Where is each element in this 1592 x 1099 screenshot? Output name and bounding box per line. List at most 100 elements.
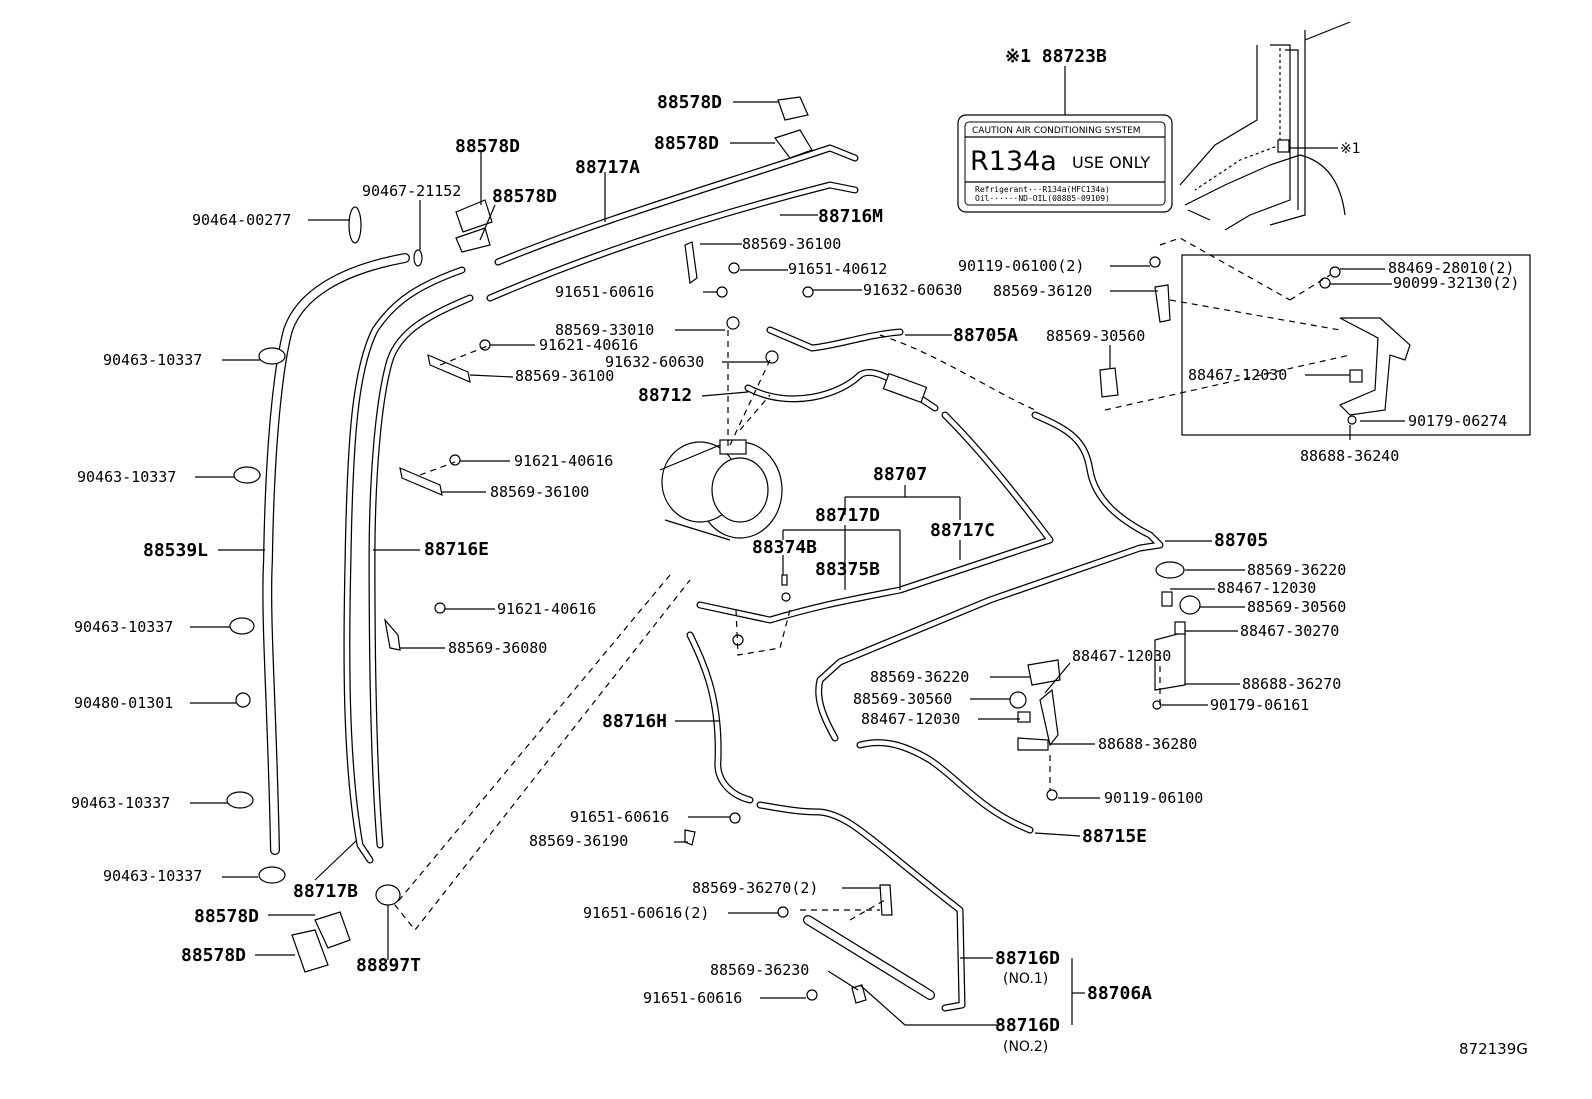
label-88467-30270[interactable]: 88467-30270 bbox=[1240, 622, 1339, 640]
caution-header: CAUTION AIR CONDITIONING SYSTEM bbox=[972, 126, 1141, 136]
pipe-88716D-no2[interactable] bbox=[803, 915, 935, 1000]
label-88717D[interactable]: 88717D bbox=[815, 505, 880, 526]
label-88688-36280[interactable]: 88688-36280 bbox=[1098, 735, 1197, 753]
label-88539L[interactable]: 88539L bbox=[143, 540, 208, 561]
label-no2: (NO.2) bbox=[1003, 1039, 1048, 1055]
pipe-88716M[interactable] bbox=[486, 181, 859, 302]
label-88375B[interactable]: 88375B bbox=[815, 559, 880, 580]
label-88578D[interactable]: 88578D bbox=[654, 133, 719, 154]
label-88569-36100[interactable]: 88569-36100 bbox=[490, 483, 589, 501]
label-88578D[interactable]: 88578D bbox=[492, 186, 557, 207]
label-88716D-no2[interactable]: 88716D bbox=[995, 1015, 1060, 1036]
label-88578D[interactable]: 88578D bbox=[657, 92, 722, 113]
bracket-88688-36270 bbox=[1152, 561, 1201, 710]
label-88569-36220[interactable]: 88569-36220 bbox=[1247, 561, 1346, 579]
label-90179-06274[interactable]: 90179-06274 bbox=[1408, 412, 1507, 430]
label-88569-30560[interactable]: 88569-30560 bbox=[1046, 327, 1145, 345]
label-88716M[interactable]: 88716M bbox=[818, 206, 883, 227]
label-88688-36270[interactable]: 88688-36270 bbox=[1242, 675, 1341, 693]
label-91651-60616-2[interactable]: 91651-60616(2) bbox=[583, 904, 709, 922]
label-91621-40616[interactable]: 91621-40616 bbox=[539, 336, 638, 354]
label-88578D[interactable]: 88578D bbox=[181, 945, 246, 966]
label-88569-36220[interactable]: 88569-36220 bbox=[870, 668, 969, 686]
label-88578D[interactable]: 88578D bbox=[455, 136, 520, 157]
label-88569-33010[interactable]: 88569-33010 bbox=[555, 321, 654, 339]
label-88712[interactable]: 88712 bbox=[638, 385, 692, 406]
label-88569-36080[interactable]: 88569-36080 bbox=[448, 639, 547, 657]
label-91651-40612[interactable]: 91651-40612 bbox=[788, 260, 887, 278]
label-location-inset: ※1 bbox=[1179, 21, 1361, 231]
label-91632-60630[interactable]: 91632-60630 bbox=[863, 281, 962, 299]
label-88467-12030[interactable]: 88467-12030 bbox=[1188, 366, 1287, 384]
label-90463-10337[interactable]: 90463-10337 bbox=[77, 468, 176, 486]
label-88467-12030[interactable]: 88467-12030 bbox=[861, 710, 960, 728]
pipe-88716D-no1[interactable] bbox=[756, 801, 966, 1012]
label-88569-30560[interactable]: 88569-30560 bbox=[853, 690, 952, 708]
label-88705A[interactable]: 88705A bbox=[953, 325, 1018, 346]
label-90463-10337[interactable]: 90463-10337 bbox=[103, 351, 202, 369]
label-90463-10337[interactable]: 90463-10337 bbox=[71, 794, 170, 812]
label-88578D[interactable]: 88578D bbox=[194, 906, 259, 927]
label-90480-01301[interactable]: 90480-01301 bbox=[74, 694, 173, 712]
label-90463-10337[interactable]: 90463-10337 bbox=[103, 867, 202, 885]
label-no1: (NO.1) bbox=[1003, 971, 1048, 987]
label-91651-60616[interactable]: 91651-60616 bbox=[570, 808, 669, 826]
label-88716H[interactable]: 88716H bbox=[602, 711, 667, 732]
pipe-88717A[interactable] bbox=[494, 144, 859, 266]
compressor[interactable] bbox=[659, 439, 783, 541]
label-88569-36190[interactable]: 88569-36190 bbox=[529, 832, 628, 850]
label-90464-00277[interactable]: 90464-00277 bbox=[192, 211, 291, 229]
part-labels: 88578D 88578D 88578D 88578D 88717A 88716… bbox=[71, 92, 1528, 1058]
label-90467-21152[interactable]: 90467-21152 bbox=[362, 182, 461, 200]
label-88569-36120[interactable]: 88569-36120 bbox=[993, 282, 1092, 300]
pipe-88717C[interactable] bbox=[696, 411, 1054, 624]
label-88716D-no1[interactable]: 88716D bbox=[995, 948, 1060, 969]
label-88706A[interactable]: 88706A bbox=[1087, 983, 1152, 1004]
caution-label-part-number[interactable]: ※1 88723B bbox=[1005, 46, 1107, 67]
label-88469-28010-2[interactable]: 88469-28010(2) bbox=[1388, 259, 1514, 277]
label-88569-36230[interactable]: 88569-36230 bbox=[710, 961, 809, 979]
pipe-88717B[interactable] bbox=[343, 266, 466, 864]
label-90463-10337[interactable]: 90463-10337 bbox=[74, 618, 173, 636]
pipe-88716H[interactable] bbox=[686, 631, 754, 804]
pipe-88716E[interactable] bbox=[368, 294, 474, 849]
label-88374B[interactable]: 88374B bbox=[752, 537, 817, 558]
label-88717A[interactable]: 88717A bbox=[575, 157, 640, 178]
label-91651-60616[interactable]: 91651-60616 bbox=[643, 989, 742, 1007]
label-88717C[interactable]: 88717C bbox=[930, 520, 995, 541]
inset-box bbox=[1099, 254, 1531, 436]
caution-label: ※1 88723B CAUTION AIR CONDITIONING SYSTE… bbox=[957, 46, 1173, 213]
label-88569-36270-2[interactable]: 88569-36270(2) bbox=[692, 879, 818, 897]
label-88467-12030[interactable]: 88467-12030 bbox=[1072, 647, 1171, 665]
label-88717B[interactable]: 88717B bbox=[293, 881, 358, 902]
label-88715E[interactable]: 88715E bbox=[1082, 826, 1147, 847]
pipe-88705[interactable] bbox=[815, 411, 1164, 742]
clamp-parts-top bbox=[291, 96, 813, 973]
label-90119-06100[interactable]: 90119-06100 bbox=[1104, 789, 1203, 807]
lower-small-parts bbox=[684, 574, 1058, 1004]
pipe-88715E[interactable] bbox=[856, 739, 1034, 834]
label-91632-60630[interactable]: 91632-60630 bbox=[605, 353, 704, 371]
pipe-88705A[interactable] bbox=[766, 326, 904, 352]
label-90119-06100-2[interactable]: 90119-06100(2) bbox=[958, 257, 1084, 275]
label-88705[interactable]: 88705 bbox=[1214, 530, 1268, 551]
pipe-88539L[interactable] bbox=[262, 253, 410, 855]
label-90179-06161[interactable]: 90179-06161 bbox=[1210, 696, 1309, 714]
label-88707[interactable]: 88707 bbox=[873, 464, 927, 485]
label-88467-12030[interactable]: 88467-12030 bbox=[1217, 579, 1316, 597]
figure-id: 872139G bbox=[1459, 1040, 1528, 1058]
label-91621-40616[interactable]: 91621-40616 bbox=[497, 600, 596, 618]
label-88716E[interactable]: 88716E bbox=[424, 539, 489, 560]
caution-use-only: USE ONLY bbox=[1072, 153, 1150, 172]
label-91621-40616[interactable]: 91621-40616 bbox=[514, 452, 613, 470]
label-88897T[interactable]: 88897T bbox=[356, 955, 421, 976]
label-88688-36240[interactable]: 88688-36240 bbox=[1300, 447, 1399, 465]
caution-oil-line: Oil······ND-OIL(08885-09109) bbox=[975, 194, 1110, 203]
dashed-leaders bbox=[394, 237, 1351, 931]
label-88569-30560[interactable]: 88569-30560 bbox=[1247, 598, 1346, 616]
label-91651-60616[interactable]: 91651-60616 bbox=[555, 283, 654, 301]
label-90099-32130-2[interactable]: 90099-32130(2) bbox=[1393, 274, 1519, 292]
label-88569-36100[interactable]: 88569-36100 bbox=[742, 235, 841, 253]
label-88569-36100[interactable]: 88569-36100 bbox=[515, 367, 614, 385]
